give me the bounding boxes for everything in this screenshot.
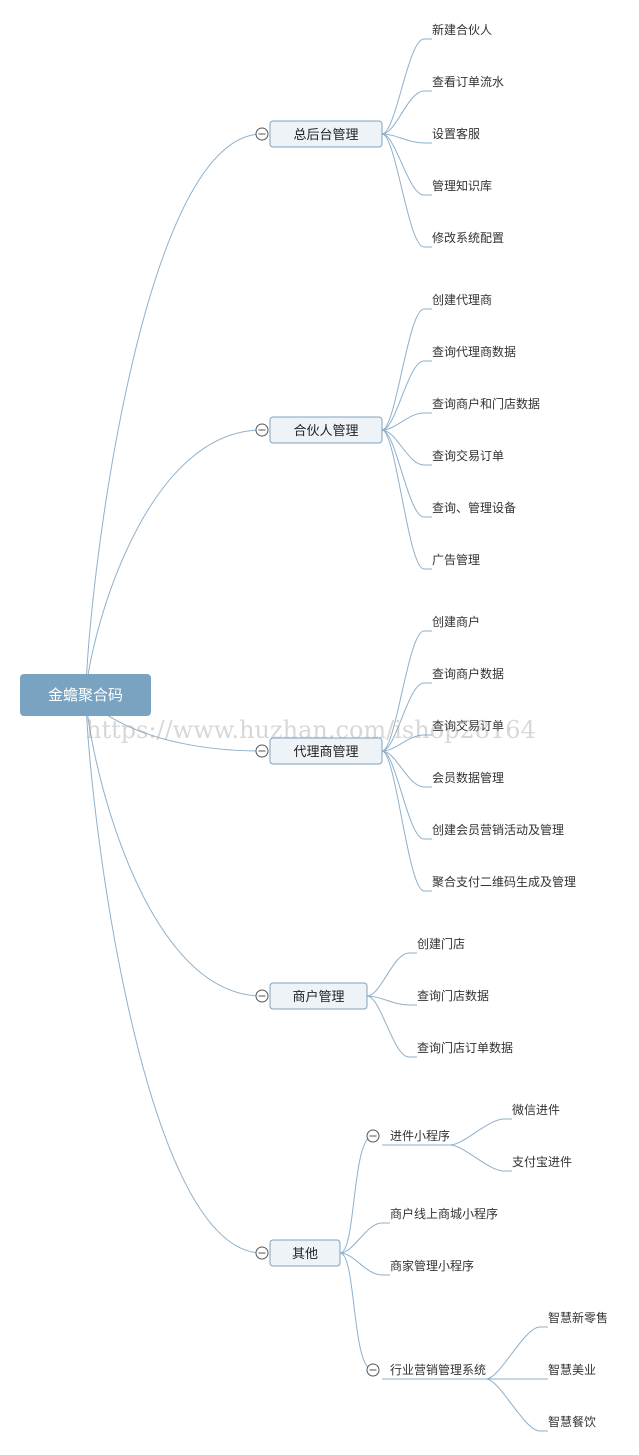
edge-branch-2-leaf-1 [381,682,432,752]
sub-3-leaf-0[interactable]: 智慧新零售 [548,1310,608,1325]
branch-node-2[interactable]: 代理商管理 [269,737,383,765]
root-box [20,674,151,716]
branch-box [269,737,383,765]
edge-other-sub-0 [339,1135,374,1254]
branch-label: 其他 [292,1247,318,1262]
branch-label: 代理商管理 [293,745,358,760]
sub-node-2[interactable]: 商家管理小程序 [390,1258,474,1273]
sub-node-3[interactable]: 行业营销管理系统 [390,1362,486,1377]
branch-label: 合伙人管理 [293,424,358,439]
branch-box [269,1239,341,1267]
watermark: https://www.huzhan.com/ishop28164 [86,716,536,744]
edge-branch-2-leaf-0 [381,630,432,752]
edge-branch-0-leaf-2 [381,133,432,144]
leaf-2-3[interactable]: 会员数据管理 [432,770,504,785]
edge-branch-1-leaf-5 [381,429,432,570]
leaf-1-5[interactable]: 广告管理 [432,552,480,567]
leaf-1-2[interactable]: 查询商户和门店数据 [432,396,540,411]
leaf-2-0[interactable]: 创建商户 [432,614,480,629]
edge-branch-1-leaf-0 [381,308,432,431]
sub-0-leaf-1[interactable]: 支付宝进件 [512,1155,572,1169]
collapse-toggle-branch-3[interactable] [255,989,269,1003]
edge-root-branch-3 [85,694,263,997]
branch-label: 总后台管理 [293,128,358,143]
collapse-toggle-branch-4[interactable] [255,1246,269,1260]
edge-sub-3-kid-2 [485,1378,548,1432]
edge-branch-2-leaf-5 [381,750,432,892]
leaf-3-1[interactable]: 查询门店数据 [417,988,489,1003]
edge-branch-3-leaf-1 [366,995,417,1006]
nodes-layer: 金蟾聚合码 总后台管理 新建合伙人查看订单流水设置客服管理知识库修改系统配置合伙人管… [20,22,608,1429]
edge-branch-2-leaf-2 [381,734,432,752]
collapse-toggle-branch-0[interactable] [255,127,269,141]
leaf-1-4[interactable]: 查询、管理设备 [432,500,516,515]
leaf-1-1[interactable]: 查询代理商数据 [432,344,516,359]
collapse-toggle-sub-3[interactable] [366,1363,380,1377]
edge-branch-1-leaf-4 [381,429,432,518]
edge-sub-0-kid-0 [449,1118,512,1146]
edge-root-branch-1 [85,429,263,696]
leaf-3-2[interactable]: 查询门店订单数据 [417,1040,513,1055]
branch-node-3[interactable]: 商户管理 [269,982,368,1010]
edge-branch-1-leaf-3 [381,429,432,466]
leaf-0-2[interactable]: 设置客服 [432,126,480,141]
edge-branch-0-leaf-4 [381,133,432,248]
root-node[interactable]: 金蟾聚合码 [20,674,151,716]
edge-sub-0-kid-1 [449,1144,512,1172]
collapse-toggle-branch-2[interactable] [255,744,269,758]
leaf-3-0[interactable]: 创建门店 [417,936,465,951]
root-label: 金蟾聚合码 [48,686,123,704]
edge-other-sub-3 [339,1252,374,1371]
sub-0-leaf-0[interactable]: 微信进件 [512,1103,560,1117]
leaf-1-0[interactable]: 创建代理商 [432,292,492,307]
edge-branch-1-leaf-2 [381,412,432,431]
branch-node-4[interactable]: 其他 [269,1239,341,1267]
leaf-0-4[interactable]: 修改系统配置 [432,230,504,245]
edge-branch-3-leaf-0 [366,952,417,997]
collapse-toggle-sub-0[interactable] [366,1129,380,1143]
branch-box [269,120,383,148]
edge-branch-2-leaf-4 [381,750,432,840]
leaf-2-2[interactable]: 查询交易订单 [432,718,504,733]
branch-label: 商户管理 [292,989,344,1005]
leaf-0-0[interactable]: 新建合伙人 [432,22,492,37]
leaf-2-4[interactable]: 创建会员营销活动及管理 [432,822,564,837]
collapse-toggle-branch-1[interactable] [255,423,269,437]
edge-other-sub-1 [339,1222,390,1254]
leaf-1-3[interactable]: 查询交易订单 [432,448,504,463]
sub-3-leaf-1[interactable]: 智慧美业 [548,1362,596,1377]
sub-node-1[interactable]: 商户线上商城小程序 [390,1206,498,1221]
branch-node-1[interactable]: 合伙人管理 [269,416,383,444]
edge-root-branch-4 [85,694,263,1254]
edge-branch-0-leaf-1 [381,90,432,135]
edge-branch-0-leaf-3 [381,133,432,196]
branch-box [269,416,383,444]
leaf-0-3[interactable]: 管理知识库 [432,178,492,193]
edge-branch-2-leaf-3 [381,750,432,788]
edge-other-sub-2 [339,1252,390,1276]
leaf-0-1[interactable]: 查看订单流水 [432,75,504,89]
edge-root-branch-0 [85,133,263,696]
edge-sub-3-kid-0 [485,1326,548,1380]
edges-layer [85,38,548,1432]
edge-branch-3-leaf-2 [366,995,417,1058]
sub-node-0[interactable]: 进件小程序 [390,1128,450,1143]
sub-3-leaf-2[interactable]: 智慧餐饮 [548,1414,596,1429]
leaf-2-1[interactable]: 查询商户数据 [432,666,504,681]
branch-box [269,982,368,1010]
branch-node-0[interactable]: 总后台管理 [269,120,383,148]
leaf-2-5[interactable]: 聚合支付二维码生成及管理 [432,874,576,889]
edge-branch-0-leaf-0 [381,38,432,135]
edge-branch-1-leaf-1 [381,360,432,431]
